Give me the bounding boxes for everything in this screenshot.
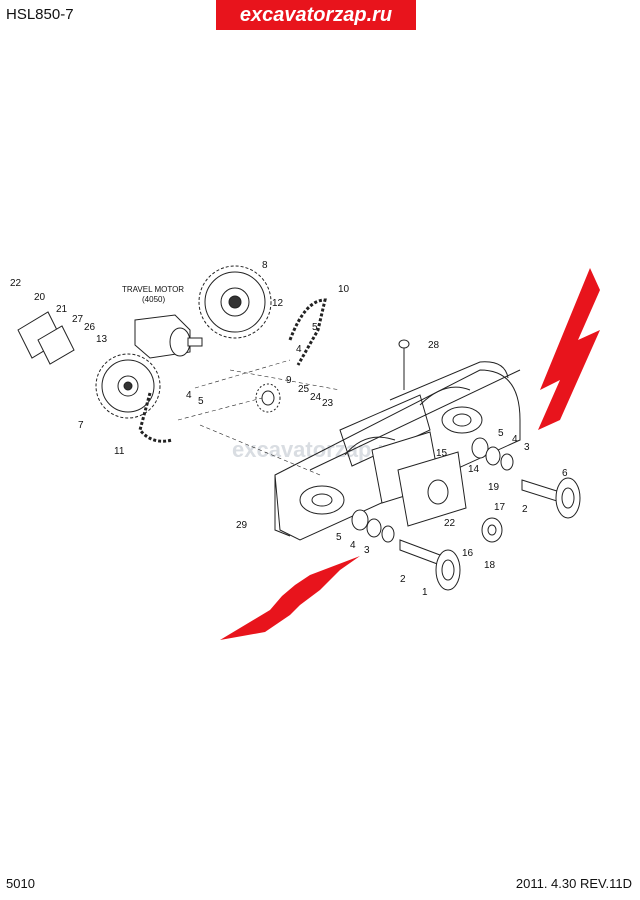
callout-20: 20 [34,292,46,303]
bearing-set-right [471,437,514,471]
callout-23: 23 [322,398,334,409]
cover-plate-20 [17,311,75,365]
callout-8: 8 [262,260,268,271]
inspection-cover [371,431,467,527]
callout-4: 4 [186,390,192,401]
callout-7: 7 [78,420,84,431]
travel-motor [134,314,203,359]
callout-5: 5 [336,532,342,543]
callout-2: 2 [400,574,406,585]
callout-9: 9 [286,375,292,386]
callout-22: 22 [444,518,456,529]
model-name: HSL850-7 [6,6,74,23]
red-arrow-top-right [538,268,600,430]
axle-shaft-1 [399,539,461,591]
callout-25: 25 [298,384,310,395]
callout-12: 12 [272,298,284,309]
callout-16: 16 [462,548,474,559]
callout-5: 5 [312,322,318,333]
sprocket-8 [198,265,272,339]
callout-13: 13 [96,334,108,345]
callout-28: 28 [428,340,440,351]
callout-26: 26 [84,322,96,333]
callout-19: 19 [488,482,500,493]
callout-27: 27 [72,314,84,325]
travel-motor-label: TRAVEL MOTOR [122,285,184,294]
callout-4: 4 [350,540,356,551]
page-number: 5010 [6,876,35,891]
sprocket-9 [255,383,281,413]
callout-5: 5 [498,428,504,439]
brand-banner[interactable]: excavatorzap.ru [216,0,416,30]
callout-24: 24 [310,392,322,403]
callout-6: 6 [562,468,568,479]
callout-21: 21 [56,304,68,315]
callout-11: 11 [114,446,125,457]
sprocket-7 [95,353,161,419]
callout-18: 18 [484,560,496,571]
reference-lines [177,359,341,476]
callout-2: 2 [522,504,528,515]
callout-15: 15 [436,448,448,459]
callout-4: 4 [512,434,518,445]
callout-3: 3 [364,545,370,556]
red-arrow-bottom-left [220,556,360,640]
revision-date: 2011. 4.30 REV.11D [515,876,632,891]
callout-14: 14 [468,464,480,475]
callout-29: 29 [236,520,248,531]
callout-1: 1 [422,587,428,598]
callout-22: 22 [10,278,22,289]
breather-28 [398,339,410,390]
bearing-set-left [351,509,395,543]
travel-motor-code: (4050) [142,295,165,304]
callout-labels: 1 2 2 3 3 4 4 4 4 5 5 5 5 6 7 8 9 10 11 … [10,260,568,598]
callout-3: 3 [524,442,530,453]
axle-shaft-6 [521,477,581,519]
callout-10: 10 [338,284,350,295]
callout-4: 4 [296,344,302,355]
callout-5: 5 [198,396,204,407]
hub-16 [481,517,503,543]
chain-10 [288,298,327,366]
callout-17: 17 [494,502,506,513]
